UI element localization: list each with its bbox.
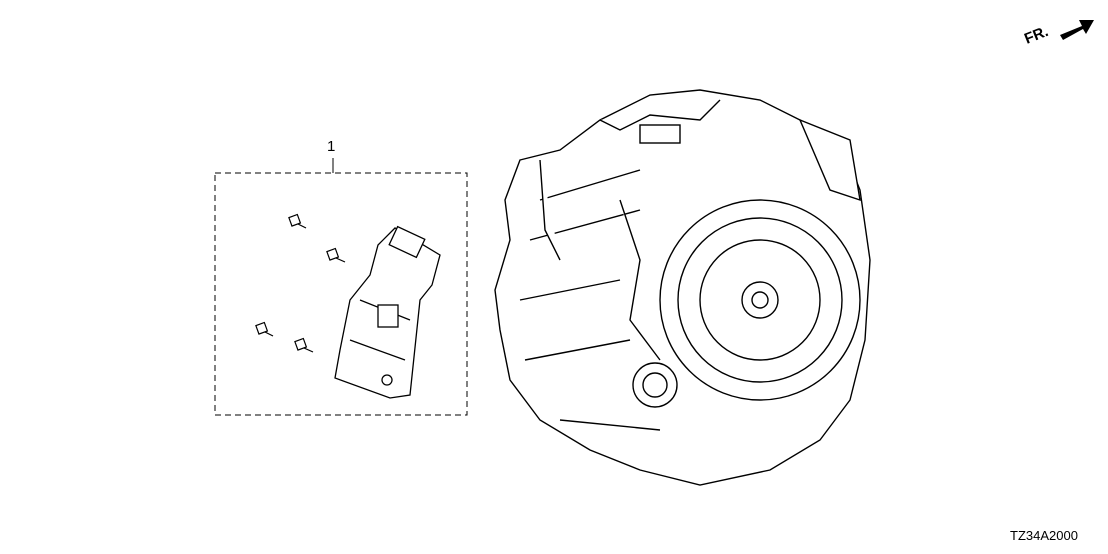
bolt-icon [326, 247, 346, 263]
bolt-icon [288, 213, 307, 229]
control-module-drawing [334, 225, 441, 399]
callout-label: 1 [327, 138, 336, 155]
front-arrow-icon [1060, 20, 1094, 40]
transmission-drawing [494, 89, 871, 486]
bolt-icon [255, 321, 274, 337]
bolt-icon [294, 337, 314, 353]
diagram-code: TZ34A2000 [1010, 528, 1078, 543]
kit-dashed-box [214, 172, 468, 416]
